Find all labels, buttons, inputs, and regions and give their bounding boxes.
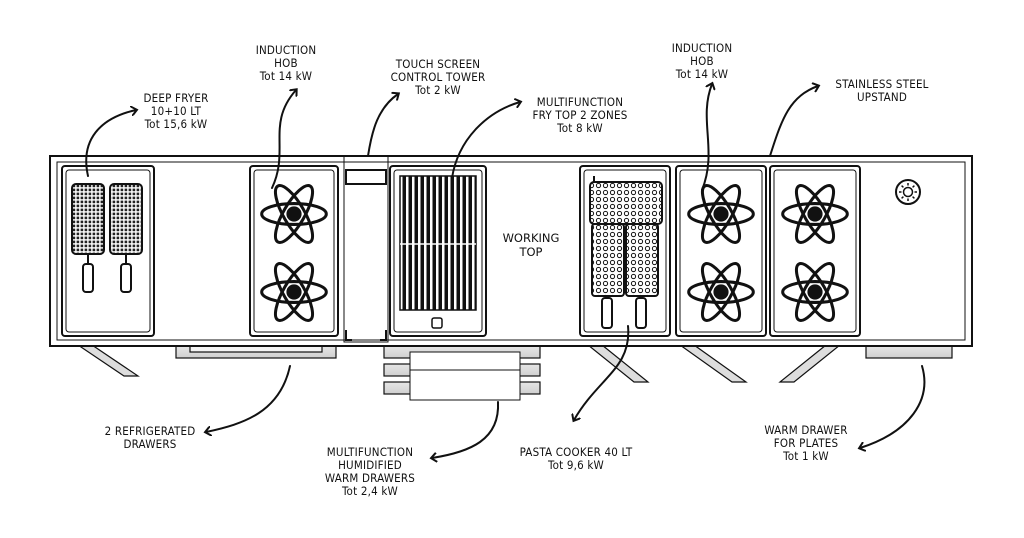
arrow-fry-top bbox=[451, 102, 520, 179]
warm-plate-drawer-slab bbox=[865, 345, 953, 359]
fry-top-knob-icon bbox=[431, 317, 443, 329]
deep-fryer-unit bbox=[61, 165, 155, 337]
arrow-pasta-cooker bbox=[574, 325, 630, 420]
fryer-basket-right bbox=[109, 183, 143, 293]
touch-screen-tower bbox=[343, 155, 389, 343]
leg-mid-2 bbox=[678, 344, 748, 383]
leg-left-1 bbox=[76, 344, 140, 377]
arrow-induction-right bbox=[701, 84, 712, 191]
arrow-warm-plate bbox=[860, 365, 926, 448]
fry-top bbox=[389, 165, 487, 337]
refrigerated-drawer-slab bbox=[175, 345, 337, 359]
arrow-warm-drawers bbox=[432, 401, 500, 458]
annotation-arrows bbox=[85, 84, 926, 458]
warm-drawers-stack bbox=[383, 345, 541, 401]
arrow-refrigerated bbox=[206, 365, 291, 432]
sun-control-icon bbox=[895, 179, 921, 205]
fryer-basket-left bbox=[71, 183, 105, 293]
induction-hob-right-1 bbox=[675, 165, 767, 337]
induction-hob-left bbox=[249, 165, 339, 337]
under-counter-parts bbox=[76, 344, 953, 401]
arrow-upstand bbox=[769, 86, 818, 157]
arrow-induction-left bbox=[271, 90, 296, 189]
arrow-deep-fryer bbox=[85, 110, 136, 177]
arrow-touch-screen bbox=[367, 94, 398, 157]
leg-mid-3 bbox=[778, 344, 842, 383]
induction-hob-right-2 bbox=[769, 165, 861, 337]
pasta-cooker bbox=[579, 165, 671, 337]
